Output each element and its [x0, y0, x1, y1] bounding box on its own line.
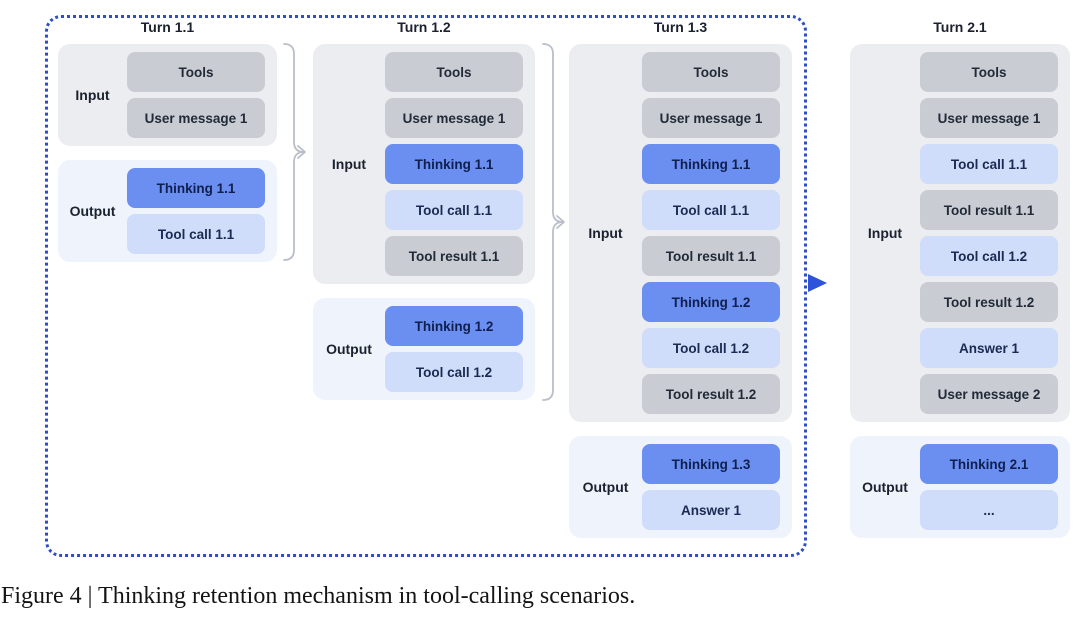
message-box: Tool result 1.2: [920, 282, 1058, 322]
message-box: Thinking 1.1: [642, 144, 780, 184]
message-box: Tools: [385, 52, 523, 92]
message-box: Thinking 2.1: [920, 444, 1058, 484]
message-box: Tool call 1.1: [920, 144, 1058, 184]
input-label: Input: [75, 87, 110, 103]
message-box: ...: [920, 490, 1058, 530]
output-label: Output: [862, 479, 908, 495]
turn-title: Turn 1.2: [397, 19, 451, 35]
output-boxes: Thinking 2.1...: [920, 444, 1058, 530]
message-box: Tool result 1.1: [642, 236, 780, 276]
brace-connector-icon: [283, 43, 306, 261]
input-label: Input: [588, 225, 623, 241]
message-box: User message 1: [920, 98, 1058, 138]
input-label: Input: [331, 156, 367, 172]
message-box: User message 1: [127, 98, 265, 138]
message-box: Tools: [920, 52, 1058, 92]
message-box: Answer 1: [642, 490, 780, 530]
turn-title: Turn 1.1: [140, 19, 195, 35]
message-box: Tools: [127, 52, 265, 92]
message-box: Tools: [642, 52, 780, 92]
message-box: Tool result 1.1: [385, 236, 523, 276]
message-box: Tool call 1.2: [385, 352, 523, 392]
message-box: Tool result 1.1: [920, 190, 1058, 230]
message-box: Thinking 1.1: [385, 144, 523, 184]
message-box: Tool call 1.1: [385, 190, 523, 230]
message-box: User message 2: [920, 374, 1058, 414]
output-label: Output: [69, 203, 116, 219]
message-box: Thinking 1.2: [385, 306, 523, 346]
input-label: Input: [867, 225, 903, 241]
message-box: Tool call 1.1: [642, 190, 780, 230]
message-box: User message 1: [385, 98, 523, 138]
message-box: User message 1: [642, 98, 780, 138]
message-box: Answer 1: [920, 328, 1058, 368]
brace-connector-icon: [542, 43, 565, 401]
turn1-group-outline: [45, 15, 807, 557]
turn-title: Turn 1.3: [653, 19, 708, 35]
message-box: Thinking 1.1: [127, 168, 265, 208]
message-box: Thinking 1.3: [642, 444, 780, 484]
message-box: Thinking 1.2: [642, 282, 780, 322]
output-label: Output: [582, 479, 629, 495]
message-box: Tool call 1.2: [920, 236, 1058, 276]
message-box: Tool call 1.2: [642, 328, 780, 368]
turn-title: Turn 2.1: [933, 19, 987, 35]
figure-caption: Figure 4 | Thinking retention mechanism …: [1, 583, 636, 609]
output-panel: Output Thinking 2.1...: [850, 436, 1070, 538]
arrow-right-icon: [808, 274, 827, 292]
output-label: Output: [326, 341, 372, 357]
message-box: Tool result 1.2: [642, 374, 780, 414]
message-box: Tool call 1.1: [127, 214, 265, 254]
